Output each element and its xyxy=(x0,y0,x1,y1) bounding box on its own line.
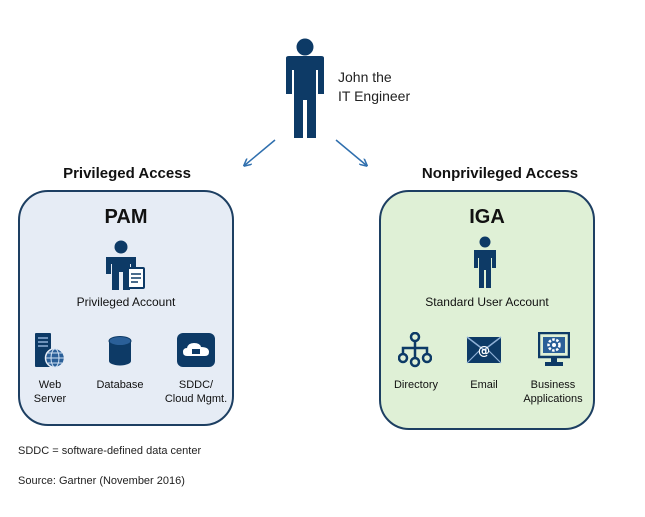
web-server-label: Web Server xyxy=(10,378,90,406)
privileged-account-icon xyxy=(106,240,145,290)
pam-panel xyxy=(18,190,234,426)
cloud-icon xyxy=(177,333,215,367)
iga-panel xyxy=(379,190,595,430)
pam-heading: PAM xyxy=(104,206,148,228)
user-label-line1: John the xyxy=(338,69,392,85)
business-applications-label-line1: Business xyxy=(530,379,576,391)
privileged-account-label: Privileged Account xyxy=(76,295,176,309)
directory-label: Directory xyxy=(376,378,456,392)
footnote: SDDC = software-defined data center xyxy=(18,445,202,457)
sddc-label: SDDC/ Cloud Mgmt. xyxy=(156,378,236,406)
database-icon xyxy=(108,336,132,366)
business-applications-label: Business Applications xyxy=(513,378,593,406)
nonprivileged-access-title: Nonprivileged Access xyxy=(421,165,579,182)
email-label-line1: Email xyxy=(470,379,498,391)
arrow-right xyxy=(335,139,366,165)
database-label-line1: Database xyxy=(96,379,144,391)
web-server-icon xyxy=(35,333,66,369)
standard-user-icon xyxy=(474,236,496,288)
directory-label-line1: Directory xyxy=(393,379,438,391)
email-label: Email xyxy=(444,378,524,392)
web-server-label-line2: Server xyxy=(33,393,67,405)
email-icon: @ xyxy=(466,336,502,364)
database-label: Database xyxy=(80,378,160,392)
user-label: John the IT Engineer xyxy=(338,68,410,106)
source-note: Source: Gartner (November 2016) xyxy=(18,475,185,487)
business-applications-label-line2: Applications xyxy=(523,393,583,405)
sddc-label-line2: Cloud Mgmt. xyxy=(164,393,228,405)
user-label-line2: IT Engineer xyxy=(338,88,411,104)
gear-icon xyxy=(538,332,570,366)
person-icon xyxy=(286,38,324,138)
web-server-label-line1: Web xyxy=(38,379,62,391)
privileged-access-title: Privileged Access xyxy=(63,165,191,182)
standard-user-account-label: Standard User Account xyxy=(425,295,549,309)
svg-text:@: @ xyxy=(478,344,490,358)
directory-icon xyxy=(398,332,432,368)
sddc-label-line1: SDDC/ xyxy=(178,379,214,391)
iga-heading: IGA xyxy=(469,206,505,228)
arrow-left xyxy=(245,139,276,165)
